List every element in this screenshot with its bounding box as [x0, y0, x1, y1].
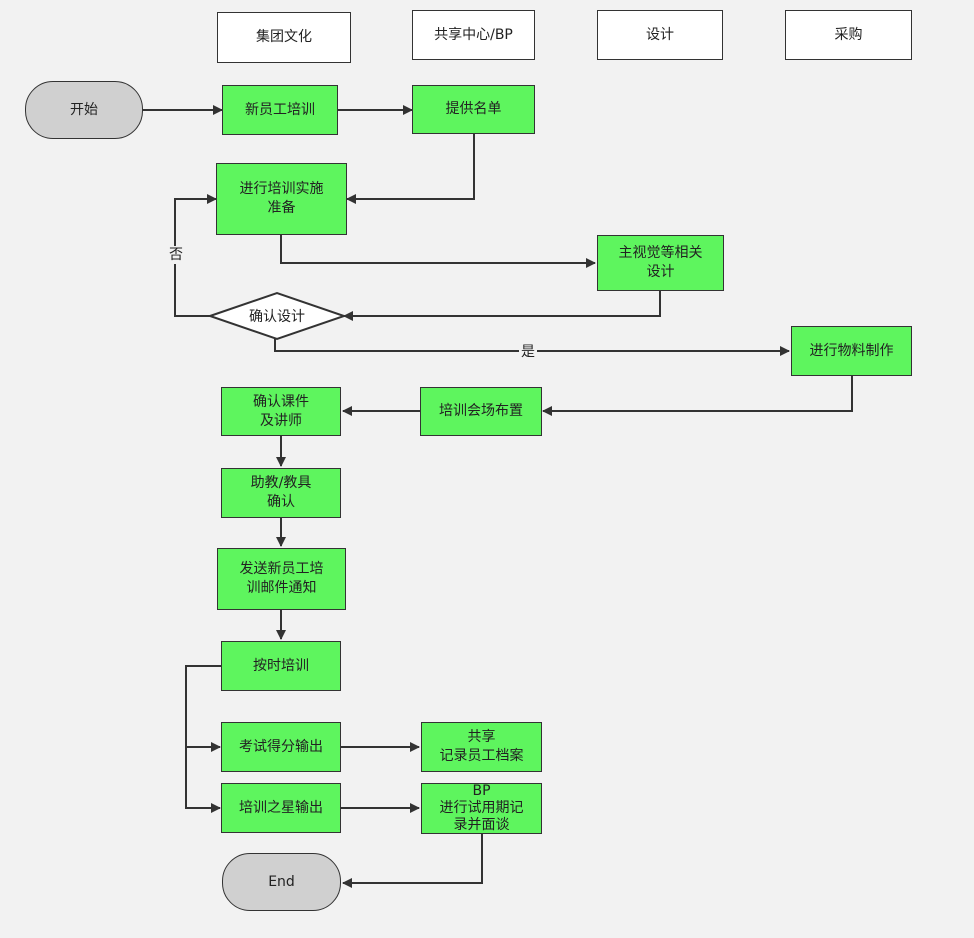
process-venue-setup: 培训会场布置: [420, 387, 542, 436]
edge-ontime-branch: [185, 665, 221, 813]
edge-bp-to-end: [342, 834, 483, 888]
process-confirm-courseware: 确认课件 及讲师: [221, 387, 341, 436]
process-bp-probation: BP 进行试用期记 录并面谈: [421, 783, 542, 834]
process-send-notice: 发送新员工培 训邮件通知: [217, 548, 346, 610]
edge-label-no: 否: [167, 246, 185, 264]
process-main-visual-design: 主视觉等相关 设计: [597, 235, 724, 291]
lane-header-group-culture: 集团文化: [217, 12, 351, 63]
lane-header-shared-center: 共享中心/BP: [412, 10, 535, 60]
edge-list-to-prepare: [346, 134, 475, 204]
process-provide-list: 提供名单: [412, 85, 535, 134]
end-terminal: End: [222, 853, 341, 911]
decision-diamond: [206, 291, 348, 341]
edge-prepare-to-design: [280, 235, 596, 268]
process-exam-output: 考试得分输出: [221, 722, 341, 772]
process-material-production: 进行物料制作: [791, 326, 912, 376]
lane-header-design: 设计: [597, 10, 723, 60]
start-terminal: 开始: [25, 81, 143, 139]
process-prepare-training: 进行培训实施 准备: [216, 163, 347, 235]
edge-material-to-venue: [542, 376, 853, 416]
process-new-hire-training: 新员工培训: [222, 85, 338, 135]
process-assistant-confirm: 助教/教具 确认: [221, 468, 341, 518]
decision-confirm-design: 确认设计: [249, 309, 305, 325]
edge-label-yes: 是: [519, 343, 537, 361]
process-on-time-training: 按时培训: [221, 641, 341, 691]
edge-confirm-yes: [274, 339, 790, 356]
process-shared-archive: 共享 记录员工档案: [421, 722, 542, 772]
process-star-output: 培训之星输出: [221, 783, 341, 833]
lane-header-procurement: 采购: [785, 10, 912, 60]
edge-design-to-confirm: [343, 291, 661, 321]
